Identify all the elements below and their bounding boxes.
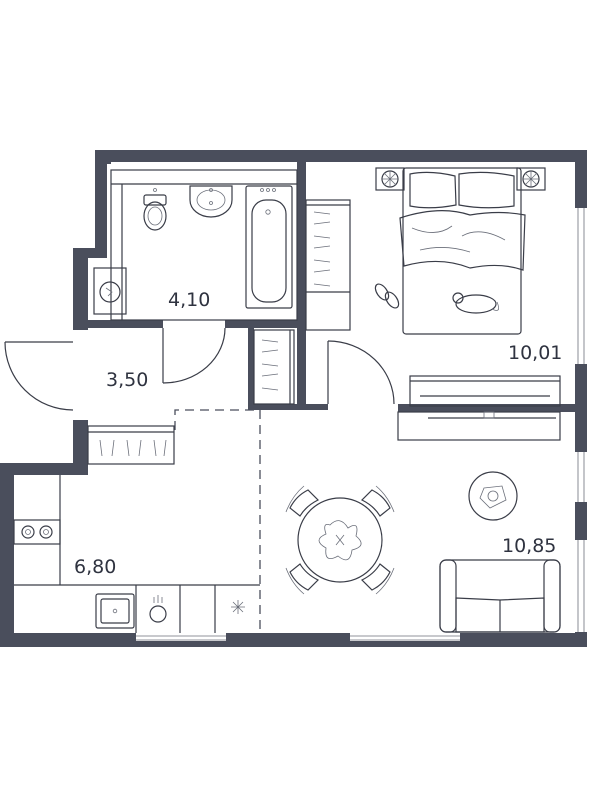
wall-bedroom-bottom [398,404,575,412]
tv-icon [397,411,561,441]
hob-icon [13,519,61,545]
window-gap-living [350,633,460,641]
nightstand-left-icon [375,167,405,191]
window-living-bottom [350,635,460,641]
area-bathroom: 4,10 [168,289,210,311]
kitchen-sink-icon [95,593,135,629]
chair-tr-icon [360,485,395,517]
wall-bath-step [73,248,107,258]
side-table-icon [468,471,518,521]
area-kitchen: 6,80 [74,556,116,578]
washing-machine-icon [93,267,127,315]
cat-icon [452,292,500,314]
sofa-icon [439,559,561,633]
chair-bl-icon [285,563,320,595]
toilet-icon [143,188,167,231]
nightstand-right-icon [516,167,546,191]
zone-separators [174,409,261,633]
walls [0,150,587,647]
window-bedroom [577,208,585,364]
area-labels: 4,10 3,50 10,01 10,85 6,80 [74,289,562,578]
window-gap-1 [575,208,587,364]
wall-bath-right [297,162,306,410]
wall-bath-bottom-left [88,320,163,328]
bathroom-fixtures [93,169,298,321]
wall-wardrobe-left [248,328,254,410]
bed-icon [399,167,526,335]
entrance-door [4,341,74,411]
window-living-1 [577,452,585,502]
windows [136,208,585,641]
window-gap-3 [575,540,587,632]
bedroom-furniture [374,167,561,407]
wall-top-right [243,150,578,162]
wall-top-left [95,150,243,162]
bathtub-icon [245,185,293,309]
tv-stand-icon [409,375,561,407]
window-living-2 [577,540,585,632]
bathroom-door [162,327,226,384]
wall-entrance-upper [73,248,88,330]
window-gap-2 [575,452,587,502]
window-kitchen [136,635,226,641]
wall-bath-left [95,150,107,258]
chair-tl-icon [285,485,320,517]
wall-bath-bottom-right [225,320,305,328]
hallway-wardrobe [87,425,175,465]
wall-kitchen-top [0,463,88,475]
bath-inner-frame [110,169,298,321]
dishwasher-icon [149,595,167,623]
bedroom-wardrobe [305,199,351,331]
wall-bath-top-inner [107,162,111,164]
area-living: 10,85 [502,535,556,557]
corridor-wardrobe [253,329,295,405]
area-hallway: 3,50 [106,369,148,391]
sink-icon [189,185,233,218]
dining-table-icon [297,497,383,583]
slippers-icon [374,283,400,309]
living-furniture [285,411,561,633]
area-bedroom: 10,01 [508,342,562,364]
wall-wardrobe-bottom [248,404,328,410]
kitchen-fixtures [13,475,260,633]
window-gap-kitchen [136,633,226,641]
chair-br-icon [360,563,395,595]
doors [4,327,395,411]
bedroom-door [327,340,395,405]
wall-left-kitchen [0,463,14,647]
wall-entrance-lower [73,420,88,475]
wall-bottom [0,633,587,647]
fridge-icon [231,600,245,614]
